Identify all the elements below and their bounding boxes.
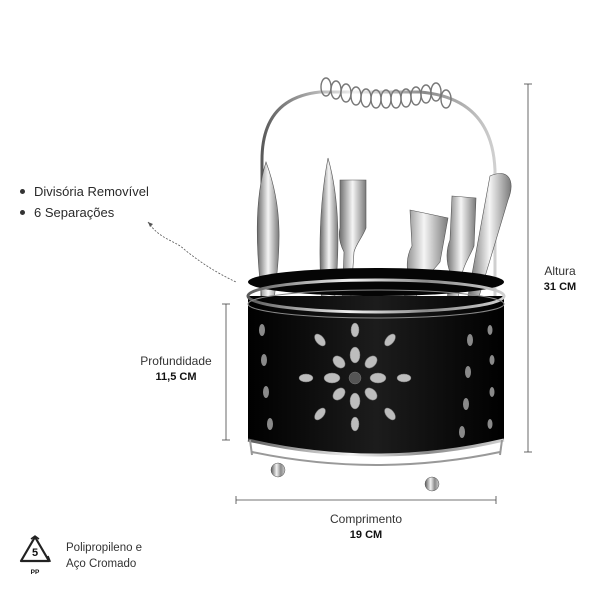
recycle-code: PP [30, 569, 40, 576]
material-text: Polipropileno e Aço Cromado [66, 540, 142, 572]
feature-item-separations: 6 Separações [20, 205, 114, 220]
height-value: 31 CM [543, 281, 577, 293]
recycle-number: 5 [31, 547, 39, 559]
feature-item-removable-divider: Divisória Removível [20, 184, 149, 199]
bullet-icon [20, 189, 25, 194]
height-label: Altura [544, 264, 576, 278]
material-line-1: Polipropileno e [66, 542, 143, 554]
feature-label: Divisória Removível [34, 184, 149, 199]
depth-label: Profundidade [140, 354, 212, 368]
material-line-2: Aço Cromado [66, 558, 137, 570]
depth-value: 11,5 CM [155, 371, 197, 383]
length-value: 19 CM [349, 529, 383, 541]
length-label: Comprimento [329, 512, 403, 526]
spiral-grip [320, 77, 452, 109]
feature-label: 6 Separações [34, 205, 115, 220]
flower-pattern [298, 322, 412, 432]
recycle-pp-icon [19, 535, 52, 563]
bullet-icon [20, 210, 25, 215]
